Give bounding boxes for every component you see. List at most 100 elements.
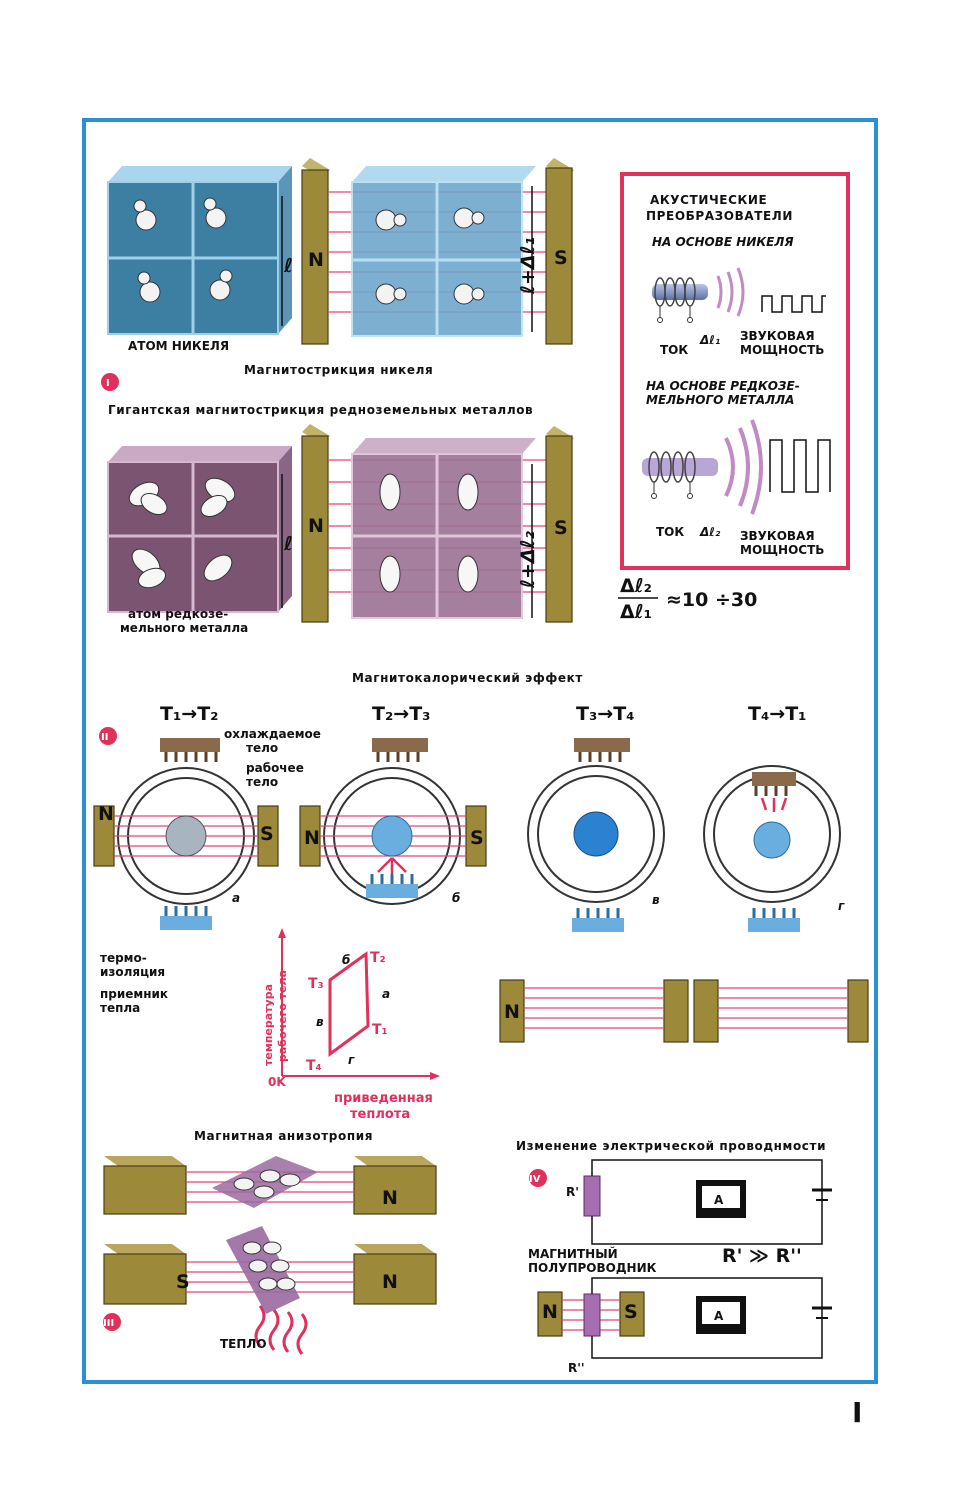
length-label-l-dl2: ℓ+Δℓ₂: [517, 530, 539, 589]
step-label-3: T₃→T₄: [576, 703, 634, 725]
section-marker-iv: [529, 1169, 547, 1187]
graph-point-t4: T₄: [306, 1058, 322, 1074]
stage-v: в: [527, 738, 665, 932]
section-marker-i: [101, 373, 119, 391]
magnet-s-top: S: [545, 158, 574, 345]
graph-xlabel-2: теплота: [350, 1107, 410, 1122]
lower-pole-n: N: [504, 1001, 520, 1023]
magnet-n-bottom: N: [301, 424, 330, 623]
magnet-pair-lower-right: N: [499, 979, 869, 1043]
acoustic-subtitle-rare-2: МЕЛЬНОГО МЕТАЛЛА: [646, 393, 794, 407]
caption-conductivity: Изменение электрической проводнмости: [516, 1139, 826, 1153]
length-arrow-l-dl1: ℓ+Δℓ₁: [517, 186, 539, 332]
working-body-label-1: рабочее: [246, 761, 304, 775]
nickel-rod-transducer: [652, 267, 826, 323]
magnet-s-bottom: S: [545, 426, 574, 623]
acoustic-sound-power-1a: ЗВУКОВАЯ: [740, 329, 815, 343]
page-number: I: [852, 1396, 863, 1429]
cooled-body-label-1: охлаждаемое: [224, 727, 321, 741]
rare-rod-transducer: [642, 419, 831, 515]
graph-point-t3: T₃: [308, 976, 324, 992]
graph-ylabel-2: рабочего тела: [276, 970, 289, 1062]
caption-magnetocaloric: Магнитокалорический эффект: [352, 671, 583, 685]
length-label-l: ℓ: [283, 255, 293, 277]
acoustic-subtitle-rare-1: НА ОСНОВЕ РЕДКОЗЕ-: [646, 379, 800, 393]
length-label-l-rare: ℓ: [283, 533, 293, 555]
caption-nickel-magnetostriction: Магнитострикция никеля: [244, 363, 433, 377]
stage-v-letter: в: [652, 893, 660, 907]
heat-label: ТЕПЛО: [220, 1337, 267, 1351]
stage-b-pole-s: S: [470, 827, 484, 849]
stage-g: г: [703, 765, 845, 932]
cooled-body-label-2: тело: [246, 741, 278, 755]
nickel-lattice-magnetized: [351, 166, 536, 337]
acoustic-sound-power-2b: МОЩНОСТЬ: [740, 543, 824, 557]
rare-atom-label-2: мельного металла: [120, 621, 248, 635]
conductivity-diagram: IV A R' МАГНИТНЫЙ ПОЛУПРОВОДНИК R' ≫ R''…: [528, 1159, 832, 1375]
acoustic-current-1: ТОК: [660, 343, 688, 357]
ammeter-label-2: A: [714, 1309, 724, 1323]
step-label-1: T₁→T₂: [160, 703, 218, 725]
graph-origin: 0K: [268, 1075, 286, 1089]
stage-g-letter: г: [838, 899, 845, 913]
graph-xlabel-1: приведенная: [334, 1091, 433, 1106]
acoustic-sound-power-2a: ЗВУКОВАЯ: [740, 529, 815, 543]
length-label-l-dl1: ℓ+Δℓ₁: [517, 237, 539, 295]
pole-n-label-2: N: [308, 515, 324, 537]
rare-atom-label-1: атом редкозе-: [128, 607, 228, 621]
caption-giant-magnetostriction: Гигантская магнитострикция редноземельны…: [108, 403, 533, 417]
section-marker-iii: [103, 1313, 121, 1331]
working-body-label-2: тело: [246, 775, 278, 789]
step-label-2: T₂→T₃: [372, 703, 430, 725]
resistor-r1: R': [566, 1185, 579, 1199]
stage-a-letter: а: [232, 891, 240, 905]
section-roman-iii: III: [103, 1318, 114, 1329]
ratio-denominator: Δℓ₁: [620, 601, 652, 623]
ratio-value: ≈10 ÷30: [666, 589, 757, 611]
step-label-4: T₄→T₁: [748, 703, 806, 725]
stage-b: N S б: [299, 738, 487, 905]
anisotropy-pole-n-1: N: [382, 1187, 398, 1209]
stage-a-pole-s: S: [260, 823, 274, 845]
length-arrow-l-rare: ℓ: [281, 474, 293, 608]
acoustic-sound-power-1b: МОЩНОСТЬ: [740, 343, 824, 357]
nickel-lattice-cube: [107, 166, 292, 335]
nickel-atom-label: АТОМ НИКЕЛЯ: [128, 339, 229, 353]
acoustic-dl1: Δℓ₁: [699, 333, 720, 347]
ratio-formula: Δℓ₂ Δℓ₁ ≈10 ÷30: [618, 575, 757, 623]
magnet-n-top: N: [301, 158, 330, 345]
graph-ylabel-1: температура: [262, 984, 275, 1066]
figure-frame: ℓ АТОМ НИКЕЛЯ N ℓ+Δℓ₁ S: [82, 118, 878, 1384]
section-roman-iv: IV: [529, 1174, 541, 1185]
acoustic-current-2: ТОК: [656, 525, 684, 539]
ammeter-label-1: A: [714, 1193, 724, 1207]
ratio-numerator: Δℓ₂: [620, 575, 652, 597]
receiver-label-1: приемник: [100, 987, 168, 1001]
anisotropy-pole-n-2: N: [382, 1271, 398, 1293]
graph-point-t1: T₁: [372, 1022, 388, 1038]
acoustic-title-2: ПРЕОБРАЗОВАТЕЛИ: [646, 209, 793, 223]
pole-n-label: N: [308, 249, 324, 271]
pole-s-label: S: [554, 247, 568, 269]
caption-magnetic-anisotropy: Магнитная анизотропия: [194, 1129, 373, 1143]
rare-earth-lattice-magnetized: [351, 438, 536, 619]
conductivity-pole-n: N: [542, 1301, 558, 1323]
physics-diagram: ℓ АТОМ НИКЕЛЯ N ℓ+Δℓ₁ S: [93, 158, 869, 1375]
semiconductor-label-1: МАГНИТНЫЙ: [528, 1246, 618, 1261]
insulation-label-2: изоляция: [100, 965, 165, 979]
acoustic-dl2: Δℓ₂: [699, 525, 721, 539]
receiver-label-2: тепла: [100, 1001, 140, 1015]
stage-b-letter: б: [452, 891, 460, 905]
graph-edge-a: а: [382, 987, 390, 1001]
graph-edge-v: в: [316, 1015, 324, 1029]
stage-b-pole-n: N: [304, 827, 320, 849]
resistance-relation: R' ≫ R'': [722, 1245, 802, 1267]
length-arrow-l: ℓ: [281, 196, 293, 326]
rare-earth-lattice-cube: [107, 446, 292, 613]
graph-point-t2: T₂: [370, 950, 386, 966]
anisotropy-diagram: N S N III ТЕПЛО: [103, 1156, 437, 1355]
acoustic-subtitle-nickel: НА ОСНОВЕ НИКЕЛЯ: [652, 235, 794, 249]
acoustic-title-1: АКУСТИЧЕСКИЕ: [650, 193, 767, 207]
conductivity-pole-s: S: [624, 1301, 638, 1323]
stage-a: N S а: [93, 738, 279, 930]
